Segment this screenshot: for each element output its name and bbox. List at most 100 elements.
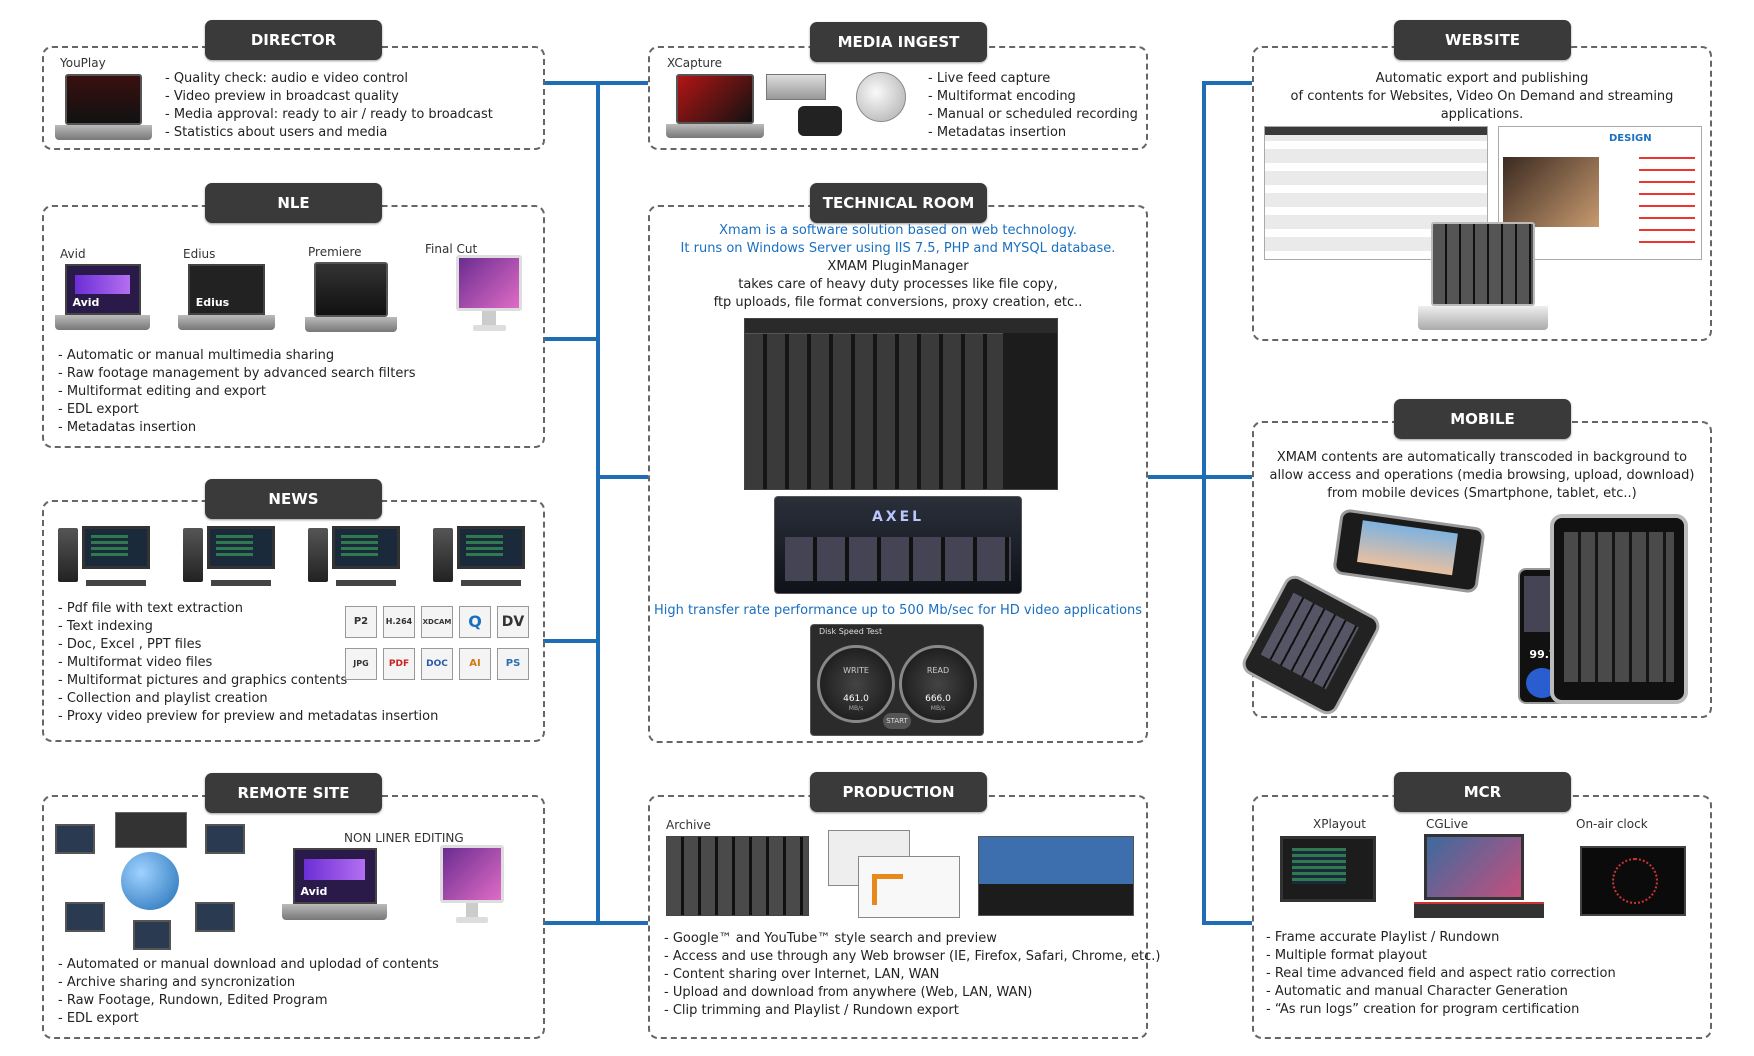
- production-connector: [600, 921, 648, 925]
- remote-site-bullets: Automated or manual download and uplodad…: [58, 956, 439, 1028]
- youplay-caption: YouPlay: [60, 56, 106, 70]
- doc-format-icon: DOC: [421, 648, 453, 680]
- production-bullets: Google™ and YouTube™ style search and pr…: [664, 930, 1161, 1020]
- video-recorder-image: [766, 74, 826, 100]
- nle-bullets: Automatic or manual multimedia sharing R…: [58, 347, 416, 437]
- mobile-line: from mobile devices (Smartphone, tablet,…: [1327, 486, 1637, 501]
- youplay-laptop-image: [55, 74, 152, 140]
- media-ingest-title: MEDIA INGEST: [810, 22, 987, 62]
- production-bullet: Clip trimming and Playlist / Rundown exp…: [664, 1002, 1160, 1020]
- jpg-format-icon: JPG: [345, 648, 377, 680]
- tablet-image: [1550, 514, 1688, 704]
- news-bullet: Pdf file with text extraction: [58, 600, 438, 618]
- axel-server-image: AXEL: [774, 496, 1022, 594]
- technical-room-line: XMAM PluginManager: [827, 259, 969, 274]
- write-gauge-label: WRITE: [843, 666, 869, 675]
- cglive-workstation-image: [1414, 834, 1544, 918]
- remote-site-bullet: Archive sharing and syncronization: [58, 974, 439, 992]
- production-bullet: Upload and download from anywhere (Web, …: [664, 984, 1160, 1002]
- director-bullets: Quality check: audio e video control Vid…: [165, 70, 493, 142]
- finalcut-caption: Final Cut: [425, 242, 478, 256]
- premiere-laptop-image: [305, 262, 397, 332]
- server-brand-label: AXEL: [871, 509, 925, 525]
- disk-speed-test-widget: Disk Speed Test WRITE 461.0 MB/s READ 66…: [810, 624, 984, 736]
- transfer-rate-note: High transfer rate performance up to 500…: [653, 603, 1143, 618]
- website-laptop-image: [1418, 222, 1548, 330]
- remote-site-bullet: Raw Footage, Rundown, Edited Program: [58, 992, 439, 1010]
- write-gauge-value: 461.0: [843, 694, 869, 704]
- non-liner-editing-caption: NON LINER EDITING: [344, 831, 464, 845]
- mcr-connector: [1202, 921, 1252, 925]
- director-bullet: Quality check: audio e video control: [165, 70, 493, 88]
- mobile-connector: [1202, 475, 1252, 479]
- website-line: Automatic export and publishing: [1375, 71, 1589, 86]
- file-transfer-screenshot: [828, 830, 966, 918]
- director-bullet: Media approval: ready to air / ready to …: [165, 106, 493, 124]
- speedtest-title: Disk Speed Test: [819, 627, 883, 636]
- mobile-line: XMAM contents are automatically transcod…: [1276, 450, 1688, 465]
- xcapture-laptop-image: [666, 74, 764, 138]
- news-bullet: Doc, Excel , PPT files: [58, 636, 438, 654]
- nle-bullet: Automatic or manual multimedia sharing: [58, 347, 416, 365]
- remote-avid-screen-label: Avid: [300, 885, 328, 899]
- director-bullet: Statistics about users and media: [165, 124, 493, 142]
- mobile-title: MOBILE: [1394, 399, 1571, 439]
- network-globe-image: [55, 812, 245, 952]
- workstation-image: [58, 526, 150, 586]
- media-ingest-bullets: Live feed capture Multiformat encoding M…: [928, 70, 1138, 142]
- news-connector: [543, 639, 600, 643]
- design-page-label: DESIGN: [1609, 133, 1652, 144]
- start-button[interactable]: START: [883, 713, 911, 729]
- media-ingest-bullet: Manual or scheduled recording: [928, 106, 1138, 124]
- techroom-right-connector: [1148, 475, 1206, 479]
- xcapture-caption: XCapture: [667, 56, 723, 70]
- edius-laptop-image: Edius: [178, 264, 275, 330]
- camera-image: [798, 106, 842, 136]
- technical-room-blue-line: It runs on Windows Server using IIS 7.5,…: [680, 241, 1116, 256]
- techroom-left-connector: [600, 475, 648, 479]
- xplayout-workstation-image: [1280, 836, 1376, 914]
- news-bullet: Collection and playlist creation: [58, 690, 438, 708]
- mcr-bullets: Frame accurate Playlist / Rundown Multip…: [1266, 929, 1616, 1019]
- workstation-image: [183, 526, 275, 586]
- news-bullet: Multiformat video files: [58, 654, 438, 672]
- mcr-bullet: Frame accurate Playlist / Rundown: [1266, 929, 1616, 947]
- ps-format-icon: PS: [497, 648, 529, 680]
- dv-format-icon: DV: [497, 606, 529, 638]
- media-ingest-bullet: Live feed capture: [928, 70, 1138, 88]
- p2-format-icon: P2: [345, 606, 377, 638]
- technical-room-blue-line: Xmam is a software solution based on web…: [719, 223, 1077, 238]
- nle-connector: [543, 337, 600, 341]
- mcr-bullet: Automatic and manual Character Generatio…: [1266, 983, 1616, 1001]
- mcr-title: MCR: [1394, 772, 1571, 812]
- read-gauge-value: 666.0: [925, 694, 951, 704]
- edius-caption: Edius: [183, 247, 216, 261]
- director-title: DIRECTOR: [205, 20, 382, 60]
- archive-caption: Archive: [666, 818, 711, 832]
- news-bullet: Proxy video preview for preview and meta…: [58, 708, 439, 726]
- director-connector: [543, 81, 600, 85]
- director-bullet: Video preview in broadcast quality: [165, 88, 493, 106]
- right-bus-line: [1202, 81, 1206, 925]
- read-gauge: READ 666.0 MB/s: [899, 645, 977, 723]
- remote-avid-laptop-image: Avid: [282, 848, 387, 920]
- pdf-format-icon: PDF: [383, 648, 415, 680]
- onair-clock-display-image: [1580, 846, 1686, 916]
- cglive-caption: CGLive: [1426, 817, 1469, 831]
- website-line: of contents for Websites, Video On Deman…: [1290, 89, 1674, 122]
- production-bullet: Google™ and YouTube™ style search and pr…: [664, 930, 1160, 948]
- remote-site-bullet: Automated or manual download and uplodad…: [58, 956, 439, 974]
- avid-screen-label: Avid: [72, 296, 100, 310]
- onair-clock-caption: On-air clock: [1576, 817, 1648, 831]
- write-gauge: WRITE 461.0 MB/s: [817, 645, 895, 723]
- technical-room-line: takes care of heavy duty processes like …: [738, 277, 1058, 292]
- technical-room-line: ftp uploads, file format conversions, pr…: [713, 295, 1083, 310]
- h264-format-icon: H.264: [383, 606, 415, 638]
- quicktime-format-icon: Q: [459, 606, 491, 638]
- video-editor-screenshot: [978, 836, 1134, 916]
- production-bullet: Access and use through any Web browser (…: [664, 948, 1161, 966]
- mobile-line: allow access and operations (media brows…: [1269, 468, 1695, 483]
- xplayout-caption: XPlayout: [1313, 817, 1366, 831]
- ai-format-icon: AI: [459, 648, 491, 680]
- nle-bullet: Raw footage management by advanced searc…: [58, 365, 416, 383]
